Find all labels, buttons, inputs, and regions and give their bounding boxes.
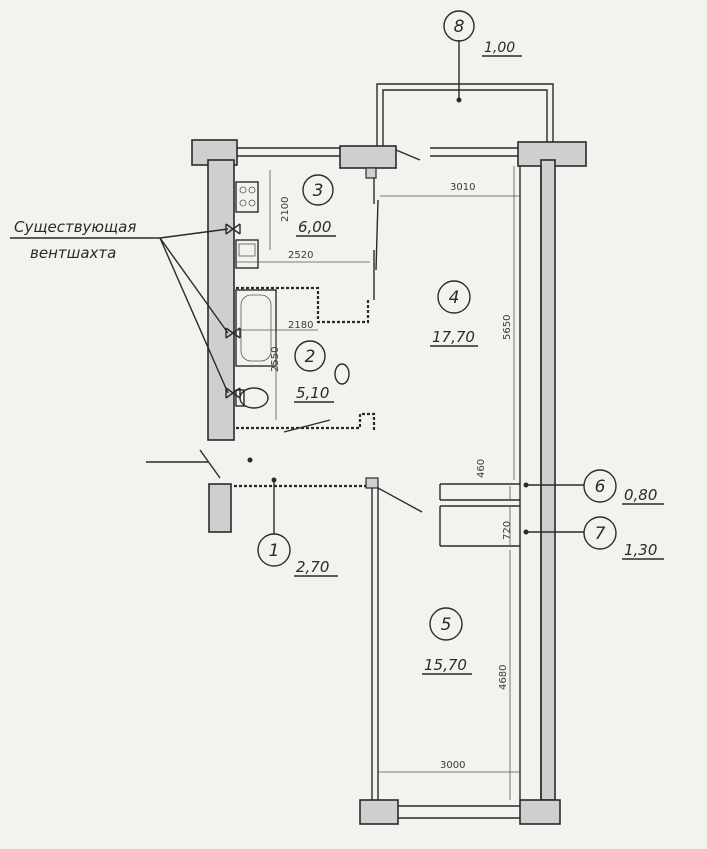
washbasin xyxy=(334,363,350,385)
room-number: 8 xyxy=(454,17,465,37)
dim-bath-width: 2180 xyxy=(288,320,313,331)
dim-room4-height: 5650 xyxy=(502,315,513,340)
dim-room5-width: 3000 xyxy=(440,760,465,771)
bathtub xyxy=(235,289,277,367)
room-marker-1: 1 2,70 xyxy=(257,477,338,577)
room-area: 1,00 xyxy=(484,40,515,56)
room-marker-5: 5 15,70 xyxy=(422,607,472,675)
room-area: 15,70 xyxy=(424,656,467,674)
dim-room5-height: 4680 xyxy=(498,665,509,690)
room-area: 0,80 xyxy=(624,486,657,504)
kitchen-sink xyxy=(235,239,259,269)
room-area: 2,70 xyxy=(296,558,329,576)
interior-partitions xyxy=(146,149,520,547)
ventshaft-icon xyxy=(225,327,241,339)
room-number: 2 xyxy=(305,347,316,367)
room-number: 5 xyxy=(441,615,452,635)
ventshaft-icon xyxy=(225,387,241,399)
room-area: 5,10 xyxy=(296,384,329,402)
room-area: 6,00 xyxy=(298,218,331,236)
room-number: 3 xyxy=(313,181,324,201)
ventshaft-markers xyxy=(10,223,241,399)
ventshaft-label-line1: Существующая xyxy=(14,218,136,236)
room-marker-3: 3 6,00 xyxy=(296,174,336,237)
dim-kitchen-height: 2100 xyxy=(280,197,291,222)
ventshaft-icon xyxy=(225,223,241,235)
dim-closet7: 720 xyxy=(502,521,513,540)
toilet xyxy=(235,387,269,409)
dimension-lines xyxy=(236,166,520,800)
dim-kitchen-width: 2520 xyxy=(288,250,313,261)
room-number: 6 xyxy=(595,477,606,497)
room-marker-8: 8 1,00 xyxy=(443,10,522,57)
dim-closet6: 460 xyxy=(476,459,487,478)
kitchen-stove xyxy=(235,181,259,213)
room-number: 1 xyxy=(269,541,280,561)
dim-bath-height: 2550 xyxy=(270,347,281,372)
room-number: 7 xyxy=(595,524,606,544)
room-marker-2: 2 5,10 xyxy=(294,340,334,403)
room-marker-4: 4 17,70 xyxy=(430,280,478,347)
balcony xyxy=(376,40,554,148)
room-area: 17,70 xyxy=(432,328,475,346)
room-number: 4 xyxy=(449,288,460,308)
ventshaft-label-line2: вентшахта xyxy=(30,244,116,262)
dim-room4-width: 3010 xyxy=(450,182,475,193)
exterior-walls xyxy=(191,139,587,825)
room-marker-6: 6 0,80 xyxy=(523,469,664,505)
room-marker-7: 7 1,30 xyxy=(523,516,664,560)
room-area: 1,30 xyxy=(624,541,657,559)
